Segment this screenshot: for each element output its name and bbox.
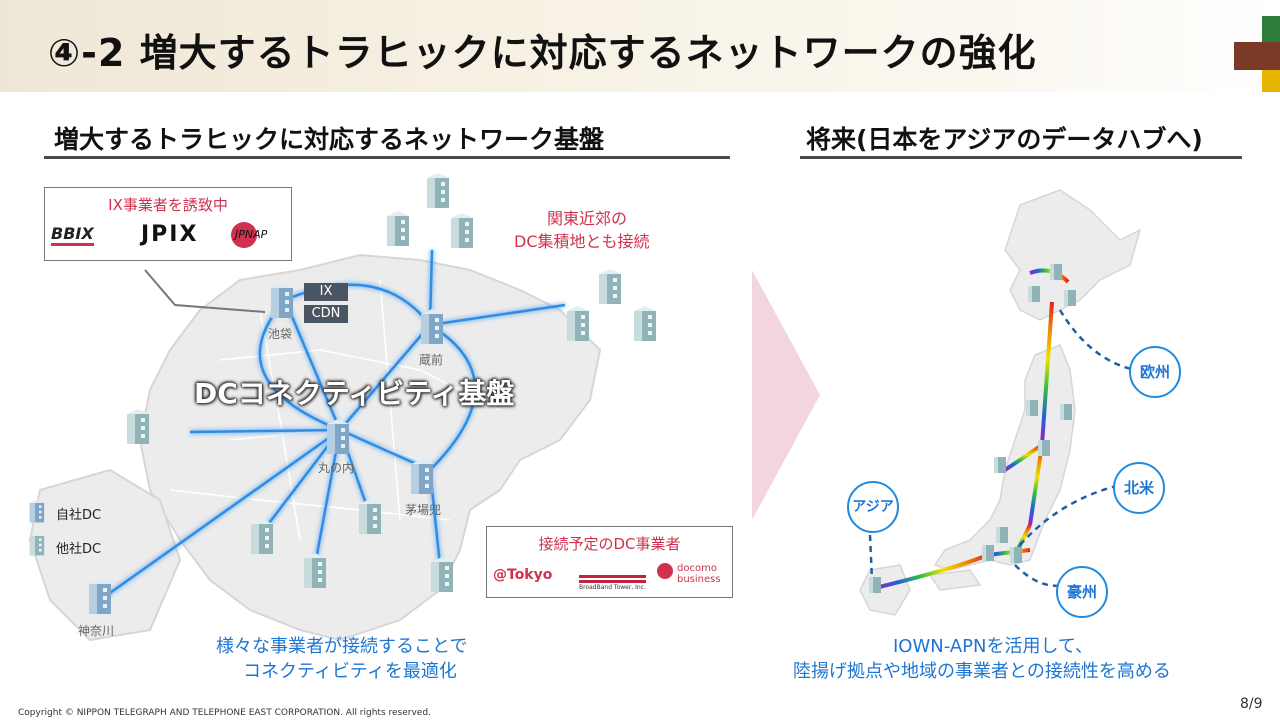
kyushu-shape bbox=[859, 564, 911, 616]
other-dc-icon bbox=[567, 306, 589, 341]
label-kuramae: 蔵前 bbox=[419, 353, 444, 367]
other-dc-icon bbox=[634, 306, 656, 341]
iown-apn-links bbox=[874, 268, 1070, 590]
page-number: 8/9 bbox=[1240, 696, 1263, 712]
slide-title: ④-2 増大するトラヒックに対応するネットワークの強化 bbox=[48, 31, 1037, 75]
other-dc-icon bbox=[359, 499, 381, 534]
right-heading: 将来(日本をアジアのデータハブへ) bbox=[806, 125, 1203, 154]
right-heading-underline bbox=[800, 156, 1242, 159]
legend-other-dc-label: 他社DC bbox=[56, 542, 102, 557]
dc-ikebukuro-icon bbox=[271, 283, 293, 318]
copyright-text: Copyright © NIPPON TELEGRAPH AND TELEPHO… bbox=[18, 708, 431, 718]
planned-box-title: 接続予定のDC事業者 bbox=[538, 535, 681, 553]
jpnap-logo-text: JPNAP bbox=[235, 228, 268, 241]
overseas-dashed-links bbox=[868, 309, 1136, 588]
link-lines-core bbox=[99, 249, 566, 602]
japan-map-diagram bbox=[859, 189, 1142, 616]
honshu-shape bbox=[933, 344, 1076, 571]
ix-box-title: IX事業者を誘致中 bbox=[108, 196, 228, 214]
other-dc-icon bbox=[127, 409, 149, 444]
planned-operators-box: 接続予定のDC事業者 @Tokyo BroadBand Tower, Inc. … bbox=[486, 526, 733, 598]
corner-mark-yellow bbox=[1262, 70, 1280, 92]
label-kanagawa: 神奈川 bbox=[78, 624, 115, 638]
region-europe: 欧州 bbox=[1129, 346, 1181, 398]
dc-kanagawa-icon bbox=[89, 579, 111, 614]
kanto-dc-icon bbox=[1010, 547, 1022, 563]
other-dc-icon bbox=[387, 211, 409, 246]
ix-operators-box: IX事業者を誘致中 BBIX JPIX JPNAP bbox=[44, 187, 292, 261]
ix-tag: IX bbox=[304, 283, 348, 301]
cdn-tag: CDN bbox=[304, 305, 348, 323]
network-diagram bbox=[28, 173, 656, 642]
title-banner bbox=[0, 0, 1280, 92]
jpnap-logo bbox=[231, 222, 257, 248]
corner-mark-green bbox=[1262, 16, 1280, 42]
right-caption-line1: IOWN-APNを活用して、 bbox=[893, 636, 1094, 657]
kanto-note-line1: 関東近郊の bbox=[547, 209, 628, 228]
attokyo-logo: @Tokyo bbox=[493, 567, 553, 583]
kanto-dc-icon bbox=[996, 527, 1008, 543]
tohoku-dc-icon bbox=[1026, 400, 1038, 416]
other-dc-icon bbox=[451, 213, 473, 248]
hokuriku-dc-icon bbox=[994, 457, 1006, 473]
ix-callout-line bbox=[144, 269, 266, 313]
other-dc-icon bbox=[251, 519, 273, 554]
region-australia: 豪州 bbox=[1056, 566, 1108, 618]
legend-other-dc-icon bbox=[29, 532, 45, 556]
bbix-logo: BBIX bbox=[51, 224, 94, 246]
kanto-note-line2: DC集積地とも接続 bbox=[514, 232, 650, 251]
left-heading-underline bbox=[44, 156, 730, 159]
jpix-logo: JPIX bbox=[141, 222, 199, 247]
kanagawa-map-shape bbox=[28, 468, 182, 642]
other-dc-icon bbox=[599, 269, 621, 304]
legend-own-dc-icon bbox=[29, 499, 45, 523]
dc-kayabacho-icon bbox=[411, 459, 433, 494]
label-marunouchi: 丸の内 bbox=[318, 461, 355, 475]
docomo-business-text: docomo business bbox=[677, 563, 721, 585]
dc-connectivity-label: DCコネクティビティ基盤 bbox=[194, 377, 515, 410]
tohoku-dc-icon bbox=[1060, 404, 1072, 420]
hokkaido-dc-icon bbox=[1050, 264, 1062, 280]
tohoku-dc-icon bbox=[1038, 440, 1050, 456]
other-dc-icon bbox=[427, 173, 449, 208]
kanto-dc-icon bbox=[982, 545, 994, 561]
dc-kuramae-icon bbox=[421, 309, 443, 344]
region-north-america: 北米 bbox=[1113, 462, 1165, 514]
other-dc-icon bbox=[304, 553, 326, 588]
hokkaido-dc-icon bbox=[1064, 290, 1076, 306]
kyushu-dc-icon bbox=[869, 577, 881, 593]
docomo-business-logo bbox=[657, 563, 673, 579]
broadband-tower-logo: BroadBand Tower, Inc. bbox=[579, 575, 646, 591]
label-ikebukuro: 池袋 bbox=[268, 327, 293, 341]
left-caption-line2: コネクティビティを最適化 bbox=[243, 661, 457, 682]
region-asia: アジア bbox=[847, 481, 899, 533]
corner-mark-brown bbox=[1234, 42, 1280, 70]
other-dc-icon bbox=[431, 557, 453, 592]
left-caption-line1: 様々な事業者が接続することで bbox=[216, 636, 468, 657]
right-caption-line2: 陸揚げ拠点や地域の事業者との接続性を高める bbox=[793, 661, 1171, 682]
hokkaido-dc-icon bbox=[1028, 286, 1040, 302]
legend-own-dc-label: 自社DC bbox=[56, 508, 102, 523]
dc-marunouchi-icon bbox=[327, 419, 349, 454]
transition-arrow bbox=[752, 270, 820, 520]
left-heading: 増大するトラヒックに対応するネットワーク基盤 bbox=[54, 125, 605, 154]
shikoku-shape bbox=[928, 569, 982, 591]
label-kayabacho: 茅場兜 bbox=[405, 503, 442, 517]
